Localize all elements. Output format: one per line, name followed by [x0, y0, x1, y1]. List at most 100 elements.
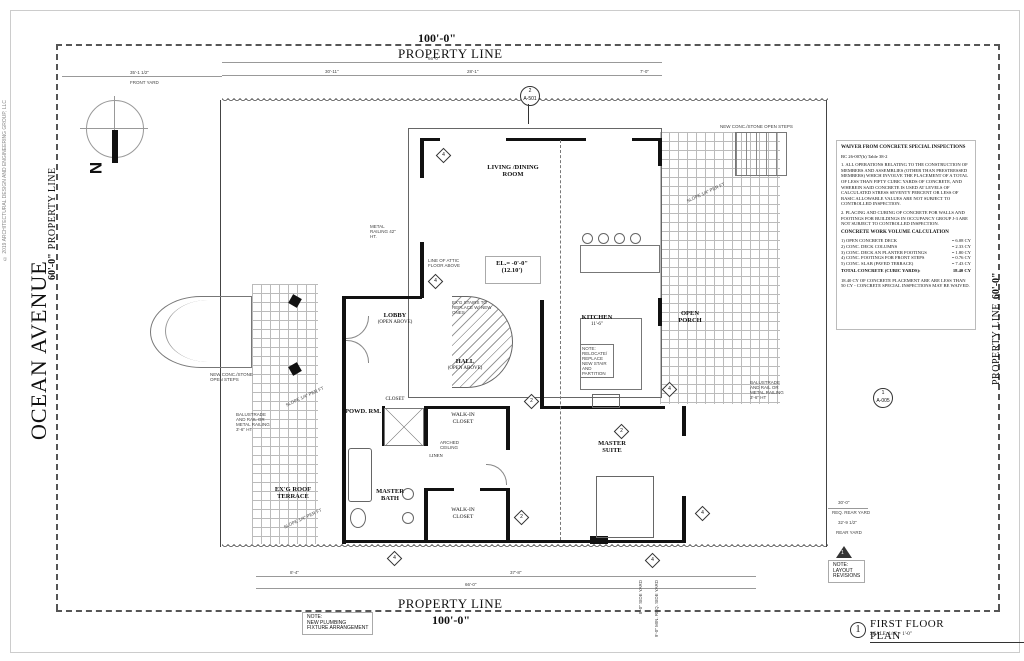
property-line-label-left: PROPERTY LINE: [47, 167, 58, 250]
street-name: OCEAN AVENUE: [26, 260, 51, 440]
wall: [342, 540, 686, 543]
elevation-marker[interactable]: 1 A-005: [873, 388, 893, 408]
calc-title: CONCRETE WORK VOLUME CALCULATION: [841, 229, 949, 235]
new-steps-top-label: NEW CONC./STONE OPEN STEPS: [720, 124, 793, 129]
balustrade-note-left: BALUSTRADE AND RAIL OR METAL RAILING 3'-…: [236, 412, 270, 432]
concrete-notes-box: WAIVER FROM CONCRETE SPECIAL INSPECTIONS…: [836, 140, 976, 330]
compass-crosshair-v: [114, 96, 115, 160]
property-line-top: [56, 44, 1000, 46]
drawing-title: FIRST FLOOR PLAN: [870, 618, 1024, 643]
front-yard-label: FRONT YARD: [130, 80, 159, 85]
wall: [420, 242, 424, 298]
margin-copyright-note: © 2019 ARCHITECTURAL DESIGN AND ENGINEER…: [2, 100, 8, 262]
calc-row: 3) CONC. DECK AN PLANTER FOOTINGS= 1.80 …: [841, 249, 971, 255]
bottom-dim-b: 37'-8": [510, 570, 522, 575]
wall: [424, 488, 454, 491]
stove: [592, 394, 620, 408]
wall: [506, 138, 586, 141]
bottom-dim-a: 8'-4": [290, 570, 299, 575]
revision-triangle-icon: [836, 546, 852, 558]
notes-title: WAIVER FROM CONCRETE SPECIAL INSPECTIONS: [841, 145, 966, 150]
rear-yard-req-label: REQ. REAR YARD: [832, 510, 871, 515]
wall: [420, 138, 440, 141]
section-marker-sheet: A-501: [523, 96, 537, 102]
revision-cloud-right: [826, 100, 827, 547]
room-linen: LINEN: [429, 453, 443, 458]
wall: [420, 138, 424, 178]
calc-total: TOTAL CONCRETE (CUBIC YARDS):18.40 CY: [841, 268, 971, 274]
wall: [658, 138, 662, 166]
notes-para-1: 1. ALL OPERATIONS RELATING TO THE CONSTR…: [841, 162, 968, 207]
calc-row: 5) CONC. SLAB (PAVED TERRACE)= 7.43 CY: [841, 260, 971, 266]
top-dim-line-2: [222, 75, 662, 76]
right-dimension: 60'-0": [991, 272, 1002, 300]
side-yard-dim-1: 8'-0" SIDE YARD: [638, 580, 643, 615]
section-marker-number: 2: [528, 88, 532, 94]
side-yard-dim-2: 9'-0" MIN. REQ. SIDE YARD: [654, 580, 659, 638]
wall: [382, 406, 385, 446]
bottom-dimension: 100'-0": [432, 613, 470, 627]
wall: [480, 488, 510, 491]
room-hall: HALL(OPEN ABOVE): [447, 358, 483, 371]
section-marker[interactable]: 2 A-501: [520, 86, 540, 106]
notes-code-ref: BC 26-007(b) Table 38-2: [841, 153, 888, 159]
plumbing-note: NOTE: NEW PLUMBING FIXTURE ARRANGEMENT: [302, 612, 374, 635]
wall: [540, 300, 544, 408]
elevation-label: EL.= -0'-0"(12.10'): [496, 260, 528, 274]
sink: [402, 512, 414, 524]
bottom-dim-line-2: [256, 588, 756, 589]
front-steps-inner: [165, 300, 251, 362]
arched-ceiling-note: ARCHED CEILING: [440, 440, 460, 450]
bottom-dim-line-1: [256, 576, 756, 577]
revision-note: NOTE: LAYOUT REVISIONS: [828, 560, 866, 583]
wall: [682, 406, 686, 436]
bed: [596, 476, 654, 538]
north-arrow-icon: [112, 130, 118, 163]
center-dashed-line: [560, 140, 561, 540]
top-dim-c: 7'-0": [640, 69, 649, 74]
bathtub: [348, 448, 372, 502]
kitchen-island[interactable]: [580, 245, 660, 273]
property-line-label-right: PROPERTY LINE: [991, 303, 1002, 385]
attic-line-note: LINE OF ATTIC FLOOR ABOVE: [428, 258, 461, 268]
top-dim-b: 28'-1": [467, 69, 479, 74]
notes-footer: 18.40 CY OF CONCRETE PLACEMENT ARE ARE L…: [841, 277, 970, 289]
right-property-labels: PROPERTY LINE 60'-0": [986, 272, 1004, 385]
wall: [658, 298, 662, 326]
room-closet: CLOSET: [385, 397, 405, 402]
wall: [590, 536, 608, 544]
rear-yard-label: REAR YARD: [836, 530, 862, 535]
stairs-note: EX'G STAIRS TO REPLACE W/ NEW ONES: [452, 300, 492, 315]
toilet: [350, 508, 366, 528]
rear-yard-dim-line: [828, 508, 868, 509]
wall: [424, 488, 428, 540]
revision-number: 1: [841, 550, 844, 556]
bar-stool: [630, 233, 641, 244]
elevation-marker-number: 1: [881, 390, 885, 396]
bottom-dim-c: 66'-0": [465, 582, 477, 587]
calc-row: 2) CONC. DECK COLUMNS= 2.33 CY: [841, 243, 971, 249]
metal-railing-note: METAL RAILING 42" HT.: [370, 224, 396, 239]
front-yard-dim: 35'-1 1/2": [130, 70, 149, 75]
top-dim-a: 30'-11": [325, 69, 339, 74]
top-dim-line-1: [222, 62, 662, 63]
property-line-left: [56, 44, 58, 610]
section-cut-line: [528, 104, 529, 124]
drawing-number: 1: [850, 622, 866, 638]
top-dimension: 100'-0": [418, 31, 456, 45]
rear-steps: [735, 132, 787, 176]
property-line-label-bottom: PROPERTY LINE: [398, 596, 503, 611]
calc-row: 1) OPEN CONCRETE DECK= 6.08 CY: [841, 238, 971, 244]
elevation-box: [485, 256, 541, 284]
north-label: N: [86, 161, 106, 175]
drawing-scale: SCALE: 1/4" = 1'-0": [870, 632, 912, 637]
sheet-frame: [10, 10, 1020, 653]
wall: [342, 296, 346, 544]
roof-terrace-tiles: [252, 284, 318, 544]
bar-stool: [598, 233, 609, 244]
